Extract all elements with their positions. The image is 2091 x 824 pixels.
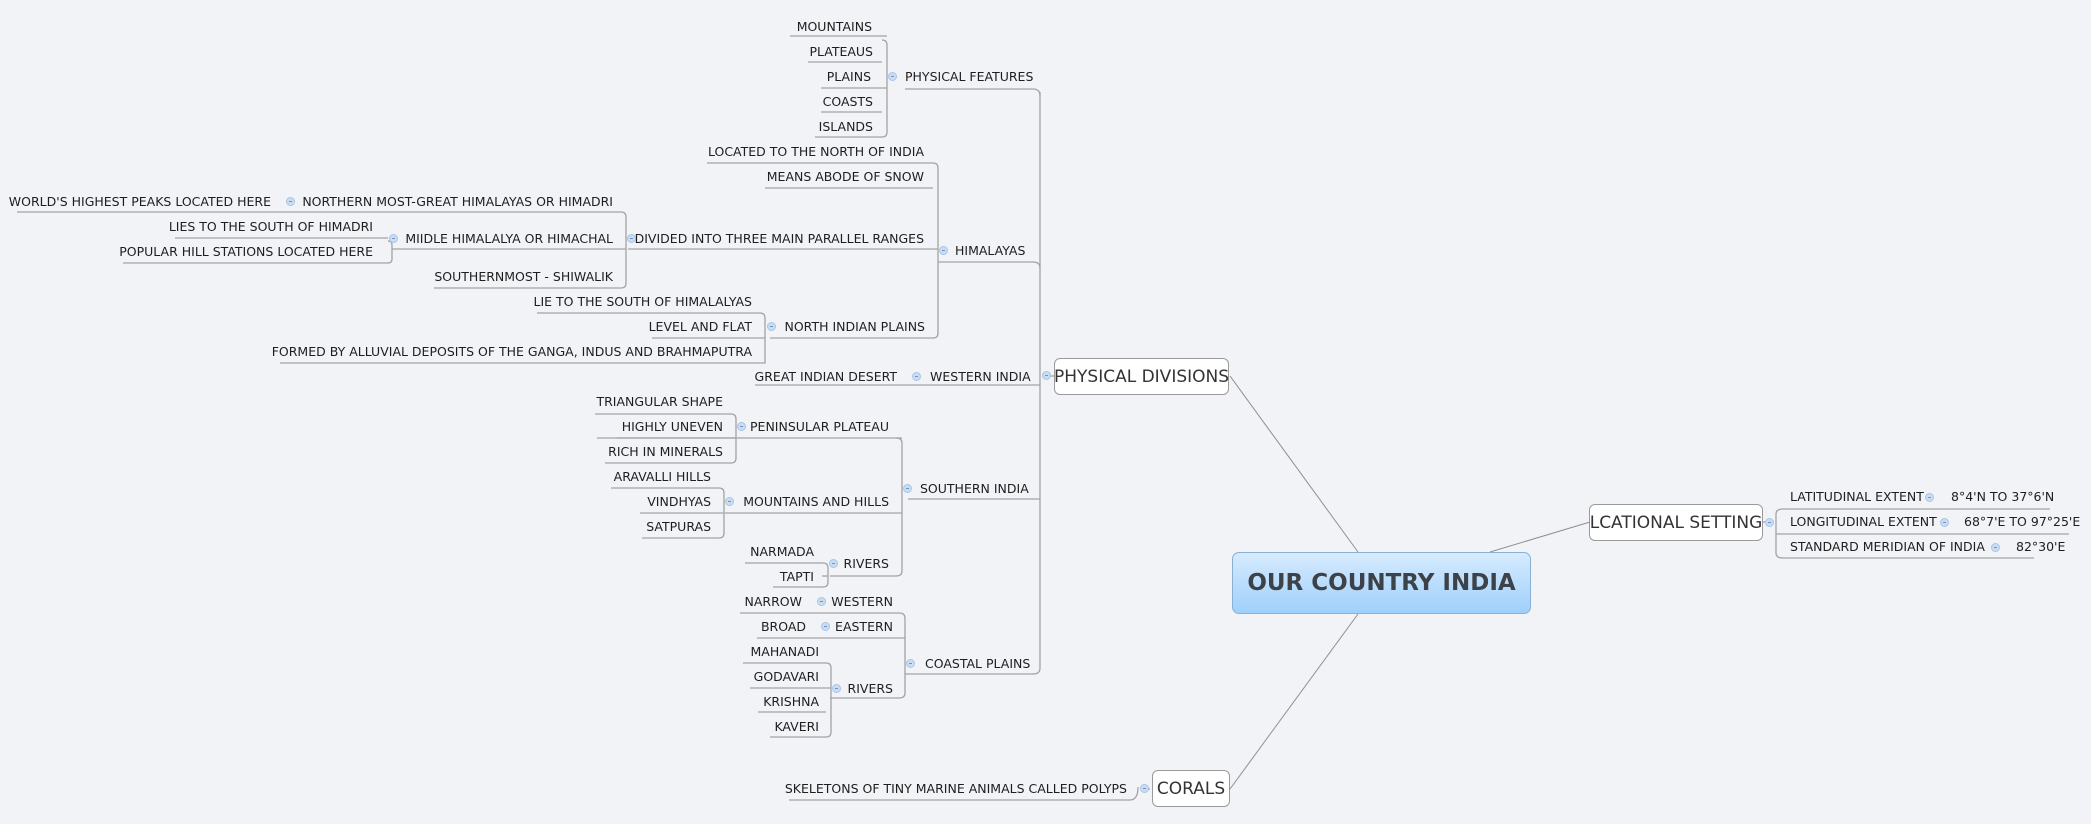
subtopic-north-indian-plains[interactable]: NORTH INDIAN PLAINS [784, 319, 925, 334]
leaf-alluvial-deposits[interactable]: FORMED BY ALLUVIAL DEPOSITS OF THE GANGA… [271, 344, 752, 359]
collapse-toggle-icon[interactable] [286, 197, 295, 206]
subtopic-middle-himalaya[interactable]: MIIDLE HIMALALYA OR HIMACHAL [405, 231, 613, 246]
collapse-toggle-icon[interactable] [725, 497, 734, 506]
collapse-toggle-icon[interactable] [737, 422, 746, 431]
collapse-toggle-icon[interactable] [767, 322, 776, 331]
subtopic-physical-features[interactable]: PHYSICAL FEATURES [905, 69, 1034, 84]
topic-label: PHYSICAL DIVISIONS [1053, 366, 1230, 387]
collapse-toggle-icon[interactable] [1765, 518, 1774, 527]
leaf-polyps[interactable]: SKELETONS OF TINY MARINE ANIMALS CALLED … [784, 781, 1127, 796]
leaf-mahanadi[interactable]: MAHANADI [750, 644, 820, 659]
leaf-latitude-value[interactable]: 8°4'N TO 37°6'N [1951, 489, 2055, 504]
central-topic-title: OUR COUNTRY INDIA [1247, 570, 1516, 596]
topic-locational-setting[interactable]: LCATIONAL SETTING [1589, 504, 1763, 541]
leaf-aravalli-hills[interactable]: ARAVALLI HILLS [613, 469, 711, 484]
leaf-longitude-value[interactable]: 68°7'E TO 97°25'E [1964, 514, 2081, 529]
topic-physical-divisions[interactable]: PHYSICAL DIVISIONS [1054, 358, 1229, 395]
subtopic-mountains-hills[interactable]: MOUNTAINS AND HILLS [743, 494, 889, 509]
leaf-south-of-himalayas[interactable]: LIE TO THE SOUTH OF HIMALALYAS [533, 294, 753, 309]
topic-label: LCATIONAL SETTING [1589, 512, 1763, 533]
leaf-plateaus[interactable]: PLATEAUS [809, 44, 873, 59]
leaf-broad[interactable]: BROAD [760, 619, 806, 634]
leaf-rich-in-minerals[interactable]: RICH IN MINERALS [608, 444, 723, 459]
collapse-toggle-icon[interactable] [1042, 371, 1051, 380]
leaf-godavari[interactable]: GODAVARI [753, 669, 819, 684]
subtopic-longitudinal-extent[interactable]: LONGITUDINAL EXTENT [1790, 514, 1937, 529]
subtopic-southern-india[interactable]: SOUTHERN INDIA [920, 481, 1029, 496]
collapse-toggle-icon[interactable] [817, 597, 826, 606]
leaf-tapti[interactable]: TAPTI [779, 569, 814, 584]
collapse-toggle-icon[interactable] [906, 659, 915, 668]
leaf-plains[interactable]: PLAINS [826, 69, 871, 84]
subtopic-coastal-plains[interactable]: COASTAL PLAINS [925, 656, 1031, 671]
collapse-toggle-icon[interactable] [1991, 543, 2000, 552]
leaf-coasts[interactable]: COASTS [822, 94, 873, 109]
collapse-toggle-icon[interactable] [389, 234, 398, 243]
collapse-toggle-icon[interactable] [627, 234, 636, 243]
leaf-triangular-shape[interactable]: TRIANGULAR SHAPE [596, 394, 723, 409]
leaf-krishna[interactable]: KRISHNA [763, 694, 819, 709]
leaf-narrow[interactable]: NARROW [744, 594, 802, 609]
collapse-toggle-icon[interactable] [1140, 784, 1149, 793]
subtopic-peninsular-plateau[interactable]: PENINSULAR PLATEAU [750, 419, 889, 434]
subtopic-rivers-coast[interactable]: RIVERS [847, 681, 893, 696]
collapse-toggle-icon[interactable] [939, 246, 948, 255]
collapse-toggle-icon[interactable] [832, 684, 841, 693]
subtopic-himalayas[interactable]: HIMALAYAS [955, 243, 1026, 258]
central-topic[interactable]: OUR COUNTRY INDIA [1232, 552, 1531, 614]
collapse-toggle-icon[interactable] [829, 559, 838, 568]
subtopic-latitudinal-extent[interactable]: LATITUDINAL EXTENT [1790, 489, 1924, 504]
leaf-hill-stations[interactable]: POPULAR HILL STATIONS LOCATED HERE [119, 244, 373, 259]
collapse-toggle-icon[interactable] [888, 72, 897, 81]
topic-corals[interactable]: CORALS [1152, 770, 1230, 807]
leaf-level-flat[interactable]: LEVEL AND FLAT [648, 319, 752, 334]
leaf-highly-uneven[interactable]: HIGHLY UNEVEN [621, 419, 723, 434]
collapse-toggle-icon[interactable] [1940, 518, 1949, 527]
leaf-islands[interactable]: ISLANDS [818, 119, 873, 134]
subtopic-western-india[interactable]: WESTERN INDIA [930, 369, 1031, 384]
subtopic-great-himalayas[interactable]: NORTHERN MOST-GREAT HIMALAYAS OR HIMADRI [302, 194, 613, 209]
leaf-kaveri[interactable]: KAVERI [774, 719, 819, 734]
subtopic-western-coast[interactable]: WESTERN [831, 594, 893, 609]
collapse-toggle-icon[interactable] [912, 372, 921, 381]
subtopic-rivers-south[interactable]: RIVERS [843, 556, 889, 571]
leaf-abode-of-snow[interactable]: MEANS ABODE OF SNOW [766, 169, 924, 184]
leaf-meridian-value[interactable]: 82°30'E [2016, 539, 2066, 554]
leaf-south-of-himadri[interactable]: LIES TO THE SOUTH OF HIMADRI [168, 219, 373, 234]
leaf-located-north[interactable]: LOCATED TO THE NORTH OF INDIA [707, 144, 924, 159]
leaf-vindhyas[interactable]: VINDHYAS [647, 494, 711, 509]
leaf-great-indian-desert[interactable]: GREAT INDIAN DESERT [754, 369, 897, 384]
leaf-highest-peaks[interactable]: WORLD'S HIGHEST PEAKS LOCATED HERE [8, 194, 271, 209]
subtopic-standard-meridian[interactable]: STANDARD MERIDIAN OF INDIA [1790, 539, 1985, 554]
subtopic-eastern-coast[interactable]: EASTERN [835, 619, 893, 634]
leaf-shiwalik[interactable]: SOUTHERNMOST - SHIWALIK [434, 269, 613, 284]
leaf-satpuras[interactable]: SATPURAS [646, 519, 711, 534]
collapse-toggle-icon[interactable] [821, 622, 830, 631]
topic-label: CORALS [1156, 778, 1226, 799]
collapse-toggle-icon[interactable] [1925, 493, 1934, 502]
leaf-narmada[interactable]: NARMADA [750, 544, 814, 559]
leaf-mountains[interactable]: MOUNTAINS [796, 19, 872, 34]
subtopic-three-ranges[interactable]: DIVIDED INTO THREE MAIN PARALLEL RANGES [634, 231, 924, 246]
collapse-toggle-icon[interactable] [903, 484, 912, 493]
